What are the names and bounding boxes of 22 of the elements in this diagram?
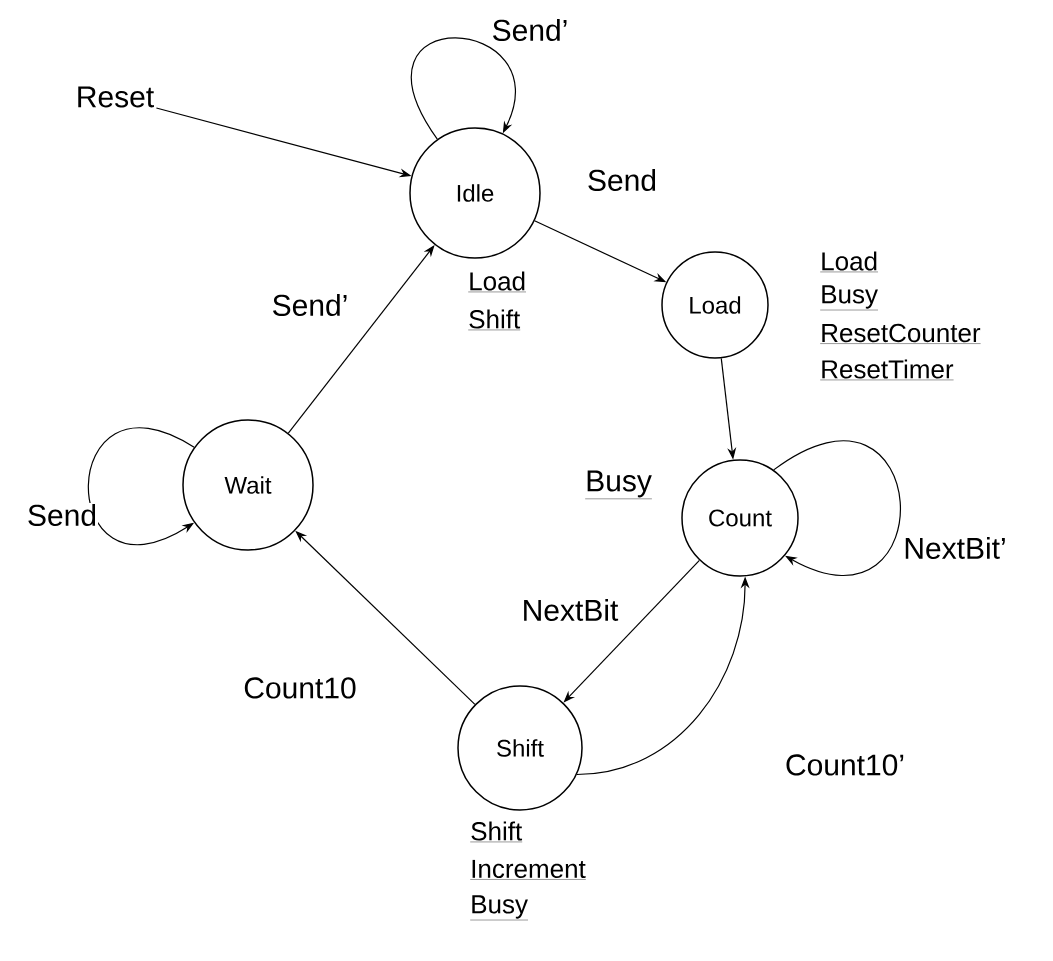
edge-label: Count10 bbox=[242, 676, 358, 700]
output-label: Busy bbox=[470, 895, 529, 921]
output-label: Busy bbox=[820, 285, 879, 311]
output-label: Busy bbox=[585, 470, 653, 499]
output-label: Load bbox=[468, 271, 527, 293]
output-label: ResetCounter bbox=[820, 323, 981, 344]
arrow bbox=[773, 440, 901, 576]
output-label: Load bbox=[820, 251, 879, 273]
edge-label: Send bbox=[25, 502, 99, 527]
arrow bbox=[87, 427, 195, 546]
output-label: ResetTimer bbox=[820, 359, 954, 381]
edge-label: NextBit bbox=[520, 597, 620, 622]
edge-label: Send bbox=[585, 167, 659, 192]
output-label: Increment bbox=[470, 859, 586, 880]
edge-label: Send’ bbox=[490, 17, 570, 42]
edge-label: Send’ bbox=[270, 292, 350, 317]
arrow bbox=[411, 37, 516, 140]
output-label: Shift bbox=[468, 309, 521, 331]
edge-label: NextBit’ bbox=[902, 535, 1008, 560]
input-label: Reset bbox=[78, 86, 154, 108]
edge-label: Count10’ bbox=[783, 753, 907, 777]
output-label: Shift bbox=[470, 821, 523, 843]
